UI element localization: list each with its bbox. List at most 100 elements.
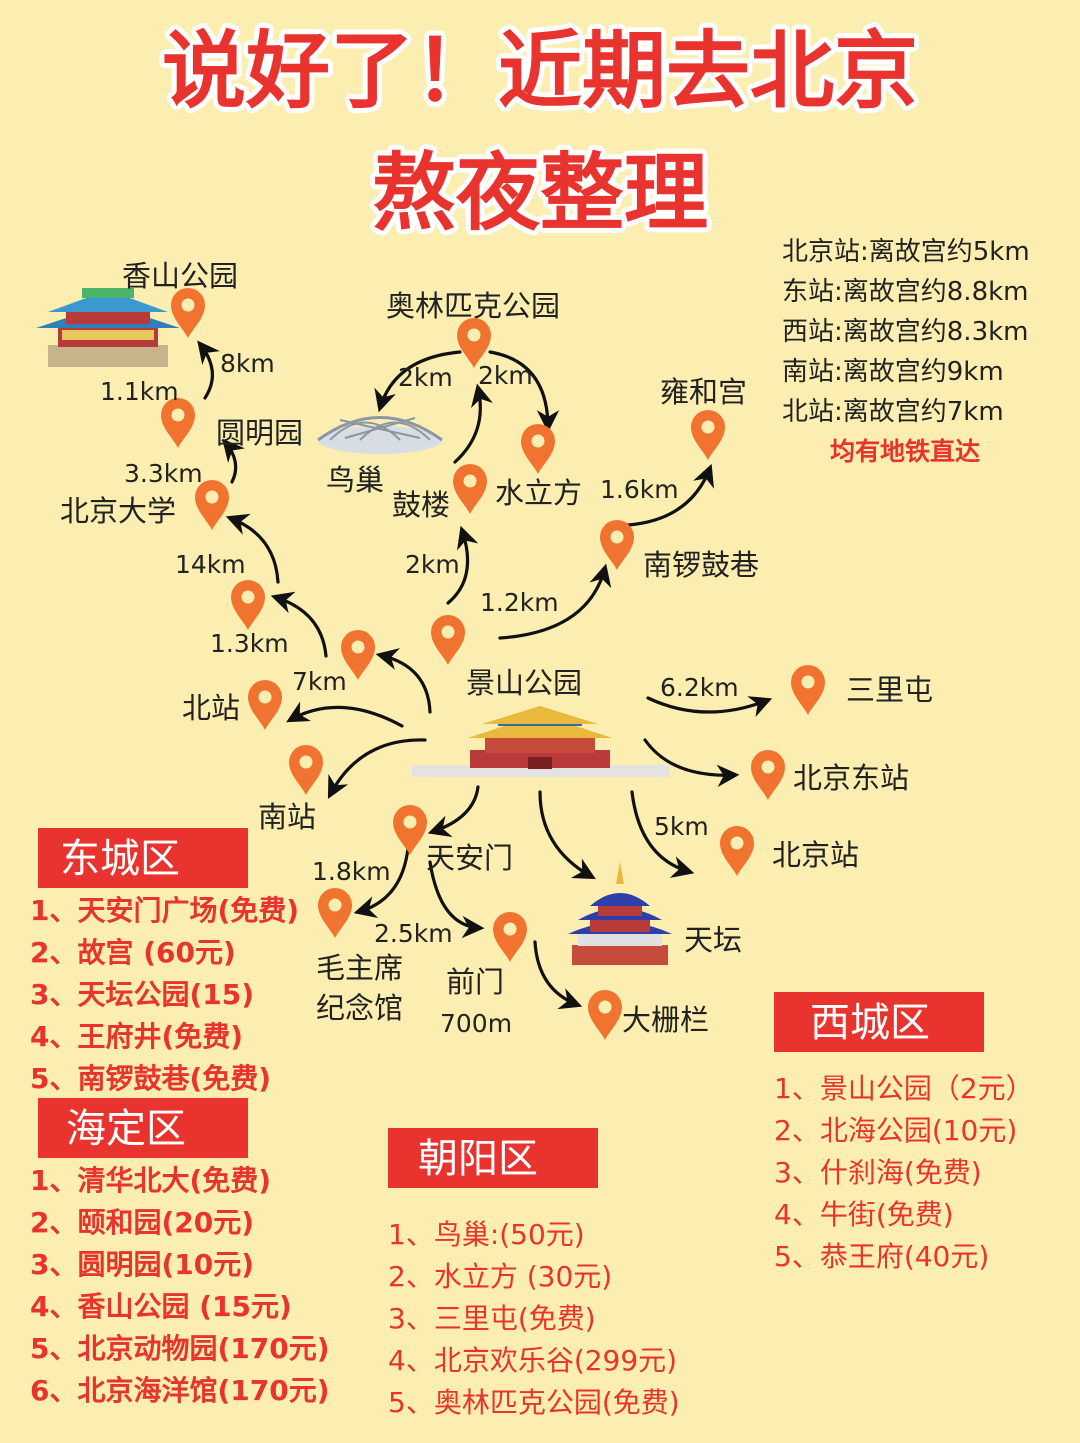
district-item: 1、清华北大(免费) (30, 1164, 271, 1197)
place-label-qianmen[interactable]: 前门 (446, 965, 504, 999)
map-pin-icon[interactable] (171, 288, 205, 338)
distance-label: 2km (405, 550, 460, 579)
place-label-tiananmen[interactable]: 天安门 (426, 841, 513, 875)
district-item: 1、景山公园（2元） (774, 1072, 1034, 1105)
district-dongcheng: 东城区 1、天安门广场(免费) 2、故宫 (60元) 3、天坛公园(15) 4、… (30, 828, 299, 1095)
map-pin-icon[interactable] (691, 410, 725, 460)
place-label-tiantan[interactable]: 天坛 (684, 923, 742, 957)
map-pin-icon[interactable] (720, 826, 754, 876)
map-pin-icon[interactable] (431, 615, 465, 665)
distance-label: 1.3km (210, 629, 289, 658)
distance-label: 2km (478, 361, 533, 390)
place-label-bjzhan[interactable]: 北京站 (772, 838, 859, 872)
district-haidian: 海定区 1、清华北大(免费) 2、颐和园(20元) 3、圆明园(10元) 4、香… (30, 1098, 330, 1407)
place-label-olympic[interactable]: 奥林匹克公园 (386, 289, 560, 323)
district-item: 4、王府井(免费) (30, 1020, 243, 1053)
birds-nest-icon (317, 416, 443, 454)
main-title: 说好了！近期去北京 (162, 22, 918, 120)
district-item: 1、天安门广场(免费) (30, 894, 299, 927)
place-label-niaochao[interactable]: 鸟巢 (326, 463, 384, 497)
district-header (388, 1128, 598, 1188)
station-distance-list: 北京站:离故宫约5km 东站:离故宫约8.8km 西站:离故宫约8.3km 南站… (782, 237, 1030, 466)
district-item: 4、北京欢乐谷(299元) (388, 1344, 677, 1377)
station-item: 南站:离故宫约9km (782, 357, 1004, 387)
place-label-mao-2[interactable]: 纪念馆 (316, 991, 403, 1025)
map-pin-icon[interactable] (751, 750, 785, 800)
district-header (774, 992, 984, 1052)
district-item: 6、北京海洋馆(170元) (30, 1374, 330, 1407)
district-title: 东城区 (60, 836, 180, 882)
district-item: 2、水立方 (30元) (388, 1260, 612, 1293)
distance-label: 1.1km (100, 377, 179, 406)
subway-note: 均有地铁直达 (830, 437, 980, 466)
district-item: 3、三里屯(免费) (388, 1302, 596, 1335)
temple-of-heaven-icon (568, 862, 672, 965)
distance-label: 700m (440, 1009, 512, 1038)
station-item: 北京站:离故宫约5km (782, 237, 1030, 267)
place-label-dongzhan[interactable]: 北京东站 (793, 761, 909, 795)
place-label-pku[interactable]: 北京大学 (60, 494, 176, 528)
district-item: 5、北京动物园(170元) (30, 1332, 330, 1365)
place-labels: 香山公园 奥林匹克公园 圆明园 鸟巢 水立方 雍和宫 鼓楼 北京大学 南锣鼓巷 … (60, 259, 933, 1037)
place-label-yonghegong[interactable]: 雍和宫 (660, 375, 747, 409)
map-pin-icon[interactable] (289, 745, 323, 795)
distance-label: 2.5km (374, 919, 453, 948)
map-pin-icon[interactable] (248, 680, 282, 730)
temple-icon (36, 288, 180, 367)
map-pin-icon[interactable] (791, 665, 825, 715)
place-label-sanlitun[interactable]: 三里屯 (846, 673, 933, 707)
distance-label: 3.3km (124, 459, 203, 488)
route-arrows (197, 340, 773, 1010)
distance-label: 6.2km (660, 673, 739, 702)
district-item: 5、奥林匹克公园(免费) (388, 1386, 680, 1419)
distance-label: 5km (654, 812, 709, 841)
distance-label: 7km (292, 667, 347, 696)
district-item: 5、恭王府(40元) (774, 1240, 989, 1273)
distance-label: 14km (175, 550, 246, 579)
district-item: 4、香山公园 (15元) (30, 1290, 292, 1323)
sub-title: 熬夜整理 (372, 144, 708, 242)
place-label-dashilan[interactable]: 大栅栏 (622, 1003, 709, 1037)
map-pin-icon[interactable] (231, 580, 265, 630)
place-label-mao-1[interactable]: 毛主席 (316, 951, 403, 985)
map-pin-icon[interactable] (521, 424, 555, 474)
map-pin-icon[interactable] (453, 464, 487, 514)
map-pin-icon[interactable] (318, 888, 352, 938)
forbidden-city-icon (412, 706, 670, 777)
distance-labels: 8km 1.1km 2km 2km 3.3km 1.6km 14km 2km 1… (100, 349, 739, 1038)
map-pin-icon[interactable] (600, 520, 634, 570)
station-item: 北站:离故宫约7km (782, 397, 1004, 427)
district-title: 海定区 (66, 1106, 186, 1152)
distance-label: 1.6km (600, 475, 679, 504)
district-chaoyang: 朝阳区 1、鸟巢:(50元) 2、水立方 (30元) 3、三里屯(免费) 4、北… (388, 1128, 680, 1419)
district-item: 4、牛街(免费) (774, 1198, 954, 1231)
place-label-jingshan[interactable]: 景山公园 (466, 666, 582, 700)
place-label-yuanmingyuan[interactable]: 圆明园 (216, 416, 303, 450)
station-item: 东站:离故宫约8.8km (782, 277, 1029, 307)
distance-label: 2km (398, 363, 453, 392)
district-item: 2、颐和园(20元) (30, 1206, 254, 1239)
district-header (38, 828, 248, 888)
distance-label: 1.2km (480, 588, 559, 617)
distance-label: 1.8km (312, 857, 391, 886)
district-title: 西城区 (810, 1000, 930, 1046)
place-label-xiangshan[interactable]: 香山公园 (122, 259, 238, 293)
place-label-nanluoguxiang[interactable]: 南锣鼓巷 (643, 548, 759, 582)
place-label-nanzhan[interactable]: 南站 (258, 800, 316, 834)
district-item: 3、什刹海(免费) (774, 1156, 982, 1189)
distance-label: 8km (220, 349, 275, 378)
district-item: 2、北海公园(10元) (774, 1114, 1017, 1147)
station-item: 西站:离故宫约8.3km (782, 317, 1029, 347)
place-label-shuilifang[interactable]: 水立方 (495, 476, 582, 510)
district-xicheng: 西城区 1、景山公园（2元） 2、北海公园(10元) 3、什刹海(免费) 4、牛… (774, 992, 1034, 1273)
map-pin-icon[interactable] (493, 912, 527, 962)
place-label-beizhan[interactable]: 北站 (182, 691, 240, 725)
map-pin-icon[interactable] (393, 805, 427, 855)
map-pin-icon[interactable] (588, 990, 622, 1040)
place-label-gulou[interactable]: 鼓楼 (392, 488, 450, 522)
district-item: 3、天坛公园(15) (30, 978, 254, 1011)
district-item: 2、故宫 (60元) (30, 936, 236, 969)
district-item: 5、南锣鼓巷(免费) (30, 1062, 271, 1095)
district-item: 1、鸟巢:(50元) (388, 1218, 585, 1251)
